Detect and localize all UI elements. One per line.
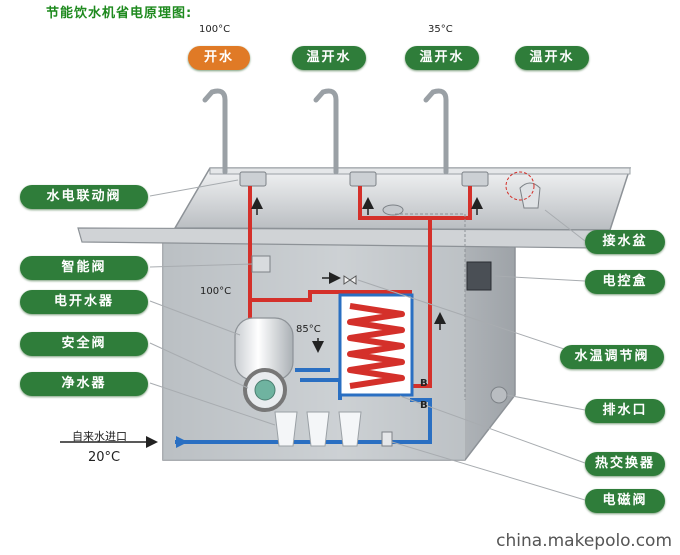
label-linkage-valve: 水电联动阀 [20,185,148,209]
watermark: china.makepolo.com [496,531,672,551]
drain-outlet [490,386,508,404]
tap-label-warm-2: 温开水 [405,46,479,70]
marker-b-upper: B [420,378,428,389]
temp-regulating-valve [343,275,357,285]
tap-label-warm-3: 温开水 [515,46,589,70]
label-drain-outlet: 排水口 [585,399,665,423]
temp-top-100: 100°C [199,24,231,35]
sink-back-splash [209,167,631,175]
control-box [466,261,492,291]
label-smart-valve: 智能阀 [20,256,148,280]
tap-valves [239,171,489,187]
label-sink: 接水盆 [585,230,665,254]
leader-lines [149,179,586,501]
label-temp-regulating-valve: 水温调节阀 [560,345,664,369]
heat-exchanger-coil [347,303,405,389]
marker-b-lower: B [420,400,428,411]
diagram-title: 节能饮水机省电原理图: [46,6,193,21]
label-electric-boiler: 电开水器 [20,290,148,314]
water-filters [274,411,362,447]
label-safety-valve: 安全阀 [20,332,148,356]
tap-label-warm-1: 温开水 [292,46,366,70]
temp-mid-85: 85°C [296,324,321,335]
smart-valve [251,255,271,273]
label-heat-exchanger: 热交换器 [585,452,665,476]
solenoid-valve [381,431,393,447]
faucets [202,88,449,175]
flow-arrows [60,197,483,448]
label-solenoid-valve: 电磁阀 [585,489,665,513]
label-control-box: 电控盒 [585,270,665,294]
sink-front-edge [77,227,612,249]
tap-label-boiling: 开水 [188,46,250,70]
inlet-label: 自来水进口 [72,430,127,443]
temp-inlet: 20°C [88,450,121,465]
temp-mid-100: 100°C [200,286,232,297]
sink-drain [382,204,404,216]
label-water-filter: 净水器 [20,372,148,396]
temp-top-35: 35°C [428,24,453,35]
